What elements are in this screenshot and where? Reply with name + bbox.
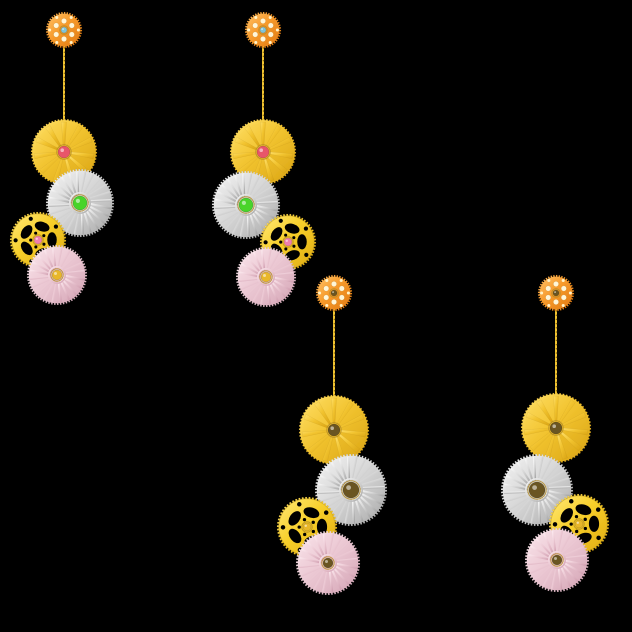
assembly-1	[9, 11, 115, 306]
stem-chain	[555, 309, 558, 396]
pink-fan-gear	[235, 246, 297, 308]
stem-chain	[262, 46, 265, 122]
large-spoke-gear	[520, 392, 592, 464]
silver-fan-gear	[314, 453, 388, 527]
assembly-4	[500, 274, 610, 593]
assembly-3	[276, 274, 388, 596]
top-knob-gear	[315, 274, 353, 312]
top-knob-gear	[537, 274, 575, 312]
top-knob-gear	[244, 11, 282, 49]
stem-chain	[63, 46, 66, 122]
top-knob-gear	[45, 11, 83, 49]
pink-fan-gear	[295, 530, 361, 596]
pink-fan-gear	[26, 244, 88, 306]
stem-chain	[333, 309, 336, 398]
pink-fan-gear	[524, 527, 590, 593]
assembly-2	[211, 11, 317, 308]
large-spoke-gear	[298, 394, 370, 466]
silver-fan-gear	[45, 168, 115, 238]
silver-fan-gear	[211, 170, 281, 240]
